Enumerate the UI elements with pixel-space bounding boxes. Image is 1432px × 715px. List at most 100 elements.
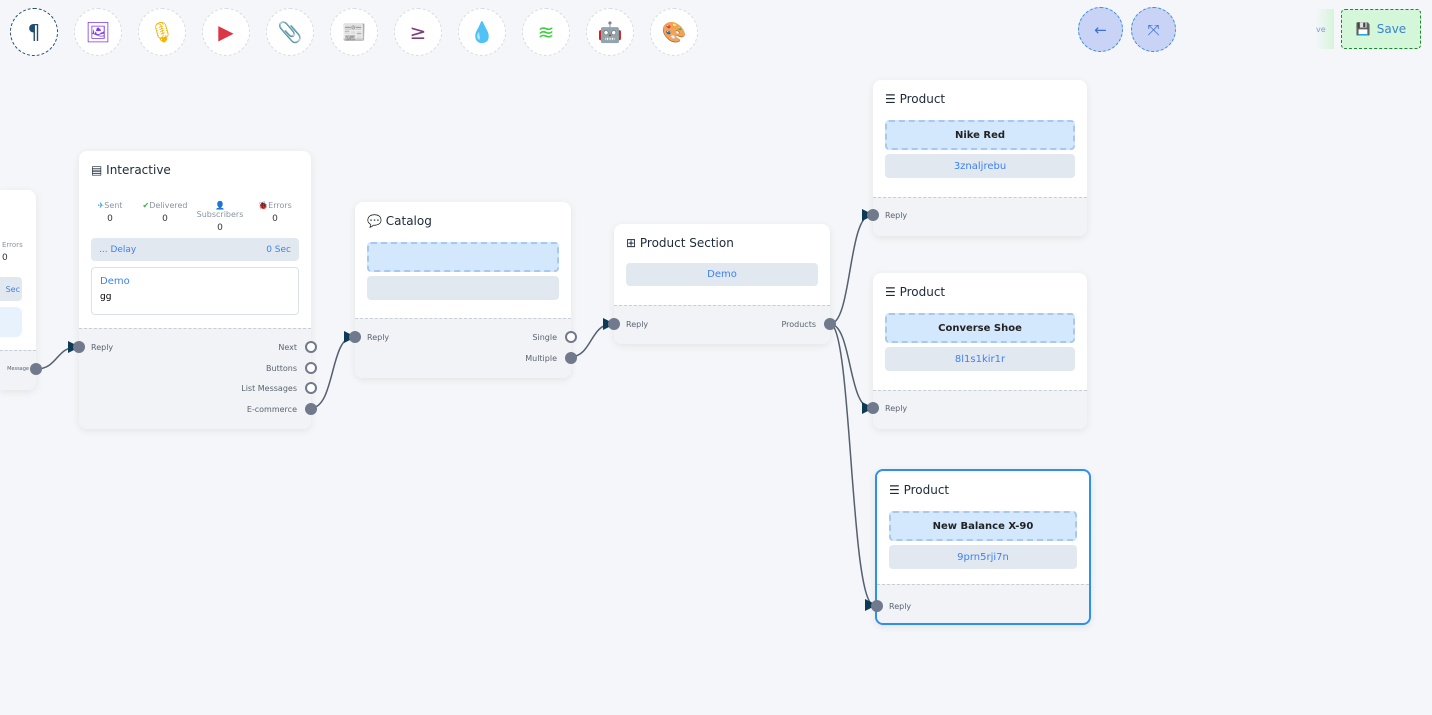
tool-button[interactable]: ▶ — [202, 8, 250, 56]
newspaper-icon: ▤ — [91, 163, 107, 177]
port-label: Reply — [626, 320, 649, 329]
comment-icon: 💬 — [367, 214, 386, 228]
message-body: gg — [100, 292, 112, 302]
youtube-icon: ▶ — [218, 20, 234, 44]
tool-button[interactable]: 🤖 — [586, 8, 634, 56]
catalog-code — [367, 276, 559, 300]
node-title: 💬 Catalog — [367, 214, 432, 228]
stat-errors: 🐞Errors 0 — [250, 201, 300, 224]
stat-value: 0 — [162, 214, 168, 224]
errors-value: 0 — [2, 253, 8, 263]
paperclip-icon: 📎 — [277, 20, 303, 44]
ghost-label: ve — [1316, 24, 1326, 34]
port-in[interactable] — [867, 402, 879, 414]
delay-bar: Sec — [0, 277, 22, 301]
delay-value: 0 Sec — [266, 244, 291, 255]
port-label: Reply — [367, 333, 390, 342]
arrow-left-icon: ← — [1094, 20, 1107, 39]
port-label: Buttons — [266, 363, 297, 373]
stat-value: 0 — [272, 214, 278, 224]
port-label: Message — [7, 366, 29, 372]
port-out[interactable] — [305, 402, 317, 415]
save-label: Save — [1376, 22, 1407, 36]
port-label: Products — [781, 320, 816, 329]
port-label: Reply — [889, 602, 912, 611]
port-label: Reply — [91, 343, 114, 352]
edge — [829, 323, 877, 611]
port-in[interactable] — [608, 318, 620, 330]
message-card[interactable]: Demo gg — [91, 267, 299, 315]
stat-icon: 🐞 — [258, 201, 269, 210]
product-name[interactable]: Nike Red — [885, 120, 1075, 150]
title-text: Product — [899, 92, 946, 106]
tool-button[interactable]: ≋ — [522, 8, 570, 56]
node-title: ☰ Product — [889, 483, 949, 497]
port-out-single[interactable] — [565, 331, 577, 343]
port-out-products[interactable] — [824, 318, 836, 330]
port-out[interactable] — [305, 382, 317, 394]
title-text: Product Section — [639, 236, 734, 250]
save-button[interactable]: 💾Save — [1341, 9, 1421, 49]
port-in[interactable] — [867, 209, 879, 221]
port-out-multiple[interactable] — [565, 352, 577, 364]
product-code: 3znaljrebu — [885, 154, 1075, 178]
tool-button[interactable]: ≥ — [394, 8, 442, 56]
tool-button[interactable]: 📰 — [330, 8, 378, 56]
title-text: Product — [903, 483, 950, 497]
stat-label: Delivered — [149, 201, 188, 210]
ghost-button: ve — [1316, 9, 1334, 49]
port-label: List Messages — [241, 384, 297, 393]
stat-icon: ✈ — [97, 201, 105, 210]
stat-delivered: ✔Delivered 0 — [140, 201, 190, 224]
port-in[interactable] — [73, 341, 85, 353]
stat-value: 0 — [217, 223, 223, 233]
edge — [35, 341, 80, 370]
stack-overflow-icon: ≋ — [537, 20, 555, 44]
title-text: Interactive — [106, 163, 171, 177]
message-box — [0, 307, 22, 337]
node-title: ☰ Product — [885, 92, 945, 106]
stat-label: Errors — [268, 201, 292, 210]
fit-view-button[interactable]: ⤧ — [1131, 7, 1176, 52]
tool-button[interactable]: ¶ — [10, 8, 58, 56]
catalog-node[interactable]: 💬 Catalog Reply Single Multiple — [349, 202, 577, 378]
title-text: Product — [899, 285, 946, 299]
product-name[interactable]: New Balance X-90 — [889, 511, 1077, 541]
paragraph-icon: ¶ — [27, 20, 41, 44]
product-node[interactable]: ☰ Product Nike Red 3znaljrebu Reply — [867, 80, 1087, 236]
product-node[interactable]: ☰ Product New Balance X-90 9prn5rji7n Re… — [871, 469, 1091, 625]
port-label: Multiple — [525, 354, 557, 363]
stat-value: 0 — [107, 214, 113, 224]
port-out[interactable] — [305, 361, 317, 374]
tool-button[interactable]: 🎙 — [138, 8, 186, 56]
image-icon: 🖼 — [85, 20, 111, 44]
product-section-node[interactable]: ⊞ Product Section Demo Reply Products — [608, 224, 836, 344]
stat-label: Subscribers — [196, 210, 244, 219]
port-out[interactable] — [305, 341, 317, 353]
tool-button[interactable]: 🖼 — [74, 8, 122, 56]
product-name[interactable]: Converse Shoe — [885, 313, 1075, 343]
title-text: Catalog — [385, 214, 432, 228]
robot-icon: 🤖 — [597, 20, 623, 44]
tool-button[interactable]: 📎 — [266, 8, 314, 56]
catalog-item[interactable] — [367, 242, 559, 272]
stat-icon: ✔ — [142, 201, 150, 210]
port-label: Reply — [885, 211, 908, 220]
message-title: Demo — [100, 276, 130, 287]
port-in[interactable] — [349, 331, 361, 343]
back-button[interactable]: ← — [1078, 7, 1123, 52]
node-title: ☰ Product — [885, 285, 945, 299]
bars-icon: ☰ — [889, 483, 904, 497]
port-in[interactable] — [871, 600, 883, 612]
tool-button[interactable]: 💧 — [458, 8, 506, 56]
port-out[interactable] — [30, 363, 42, 375]
section-item[interactable]: Demo — [626, 263, 818, 286]
bars-icon: ☰ — [885, 92, 900, 106]
port-label: Single — [532, 333, 557, 342]
tool-button[interactable]: 🎨 — [650, 8, 698, 56]
product-node[interactable]: ☰ Product Converse Shoe 8l1s1kir1r Reply — [867, 273, 1087, 429]
